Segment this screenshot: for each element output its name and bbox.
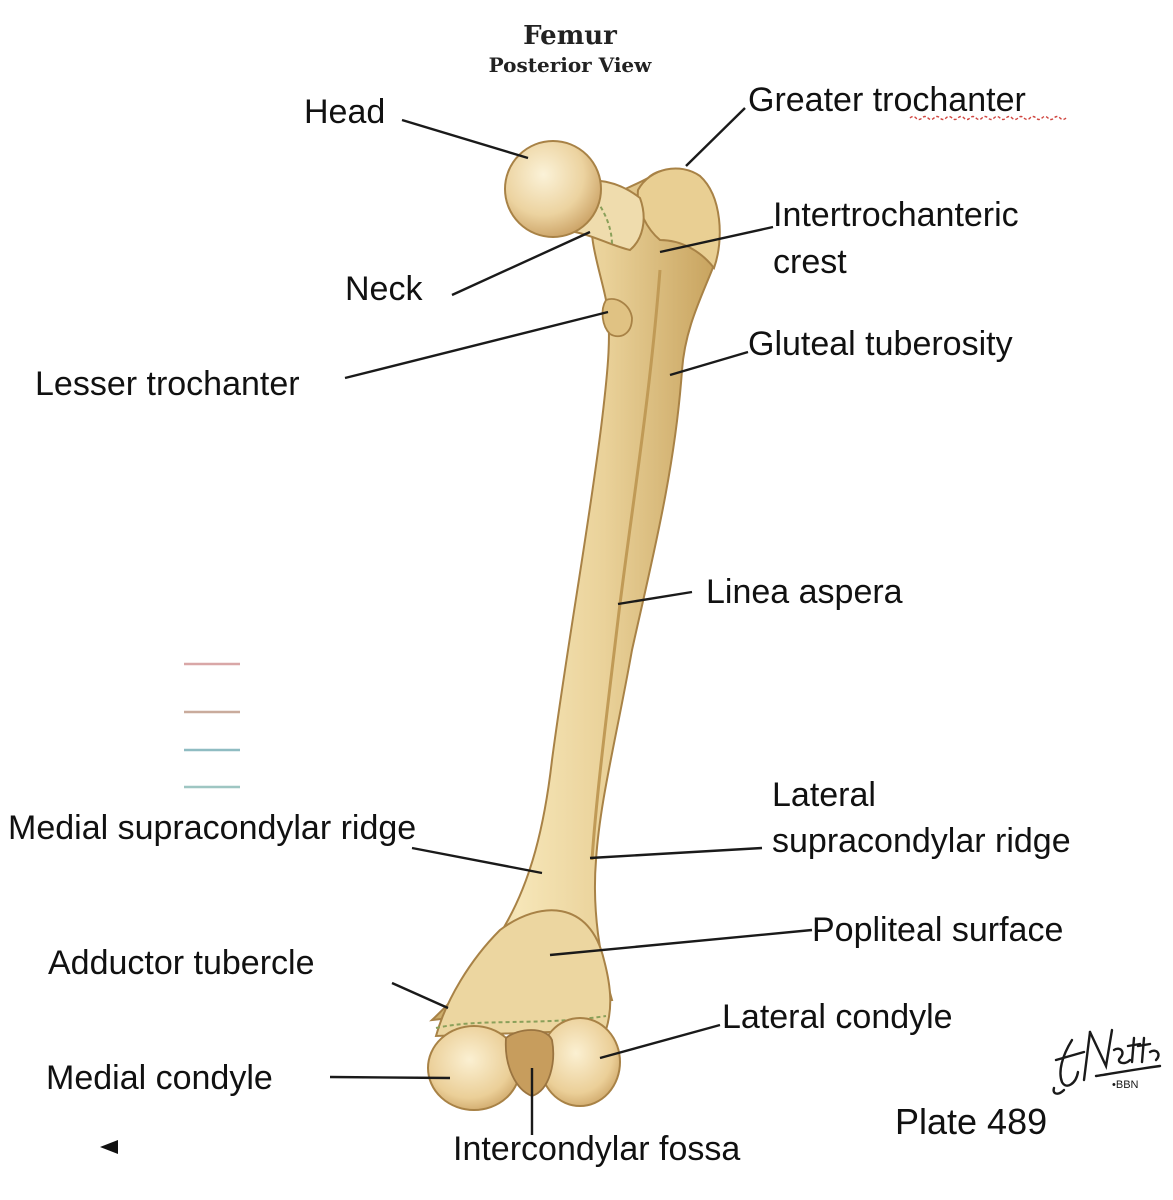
label-intertrochanteric-line2: crest <box>773 243 847 281</box>
label-intercondylar-fossa: Intercondylar fossa <box>453 1130 740 1168</box>
netter-signature: •BBN <box>1052 1028 1162 1095</box>
label-lateral-condyle: Lateral condyle <box>722 998 953 1036</box>
diagram-subtitle: Posterior View <box>489 53 653 77</box>
label-greater-trochanter: Greater trochanter <box>748 81 1026 119</box>
leader-greater-trochanter <box>685 107 746 167</box>
intercondylar-fossa-shape <box>504 1029 555 1097</box>
leader-lesser-trochanter <box>344 310 609 380</box>
femur-bone <box>427 140 721 1111</box>
leader-medial-condyle <box>329 1075 451 1080</box>
label-lateral-supracondylar-line2: supracondylar ridge <box>772 822 1071 860</box>
svg-text:•BBN: •BBN <box>1112 1079 1139 1091</box>
label-adductor-tubercle: Adductor tubercle <box>48 944 315 982</box>
label-head: Head <box>304 93 385 131</box>
label-lateral-supracondylar-line1: Lateral <box>772 776 876 814</box>
label-gluteal-tuberosity: Gluteal tuberosity <box>748 325 1013 363</box>
plate-number: Plate 489 <box>895 1101 1047 1142</box>
leader-intertrochanteric-crest <box>659 225 774 254</box>
leader-lines <box>329 107 813 1135</box>
diagram-title: Femur <box>523 21 617 51</box>
lesser-trochanter-shape <box>601 298 633 338</box>
label-lesser-trochanter: Lesser trochanter <box>35 365 300 403</box>
decorative-strokes <box>184 662 240 789</box>
label-linea-aspera: Linea aspera <box>706 573 903 611</box>
label-neck: Neck <box>345 270 423 308</box>
leader-lateral-condyle <box>599 1023 721 1060</box>
head-epiphyseal-line <box>587 189 613 246</box>
femoral-head-shape <box>504 140 602 238</box>
linea-aspera-ridge <box>590 269 662 861</box>
leader-popliteal-surface <box>549 928 813 957</box>
leader-lateral-supracondylar <box>589 846 763 860</box>
distal-end-shape <box>434 909 612 1038</box>
label-popliteal-surface: Popliteal surface <box>812 911 1063 949</box>
label-medial-condyle: Medial condyle <box>46 1059 273 1097</box>
leader-gluteal-tuberosity <box>669 350 749 377</box>
leader-head <box>401 118 529 160</box>
leader-linea-aspera <box>617 590 693 606</box>
label-medial-supracondylar-ridge: Medial supracondylar ridge <box>8 809 416 847</box>
leader-neck <box>451 230 591 297</box>
label-intertrochanteric-line1: Intertrochanteric <box>773 196 1019 234</box>
leader-medial-supracondylar <box>411 846 543 875</box>
leader-adductor-tubercle <box>391 981 449 1010</box>
small-arrow-icon <box>100 1140 118 1154</box>
spellcheck-underline <box>909 115 1067 121</box>
labels: Head Greater trochanter Intertrochanteri… <box>8 81 1071 1168</box>
